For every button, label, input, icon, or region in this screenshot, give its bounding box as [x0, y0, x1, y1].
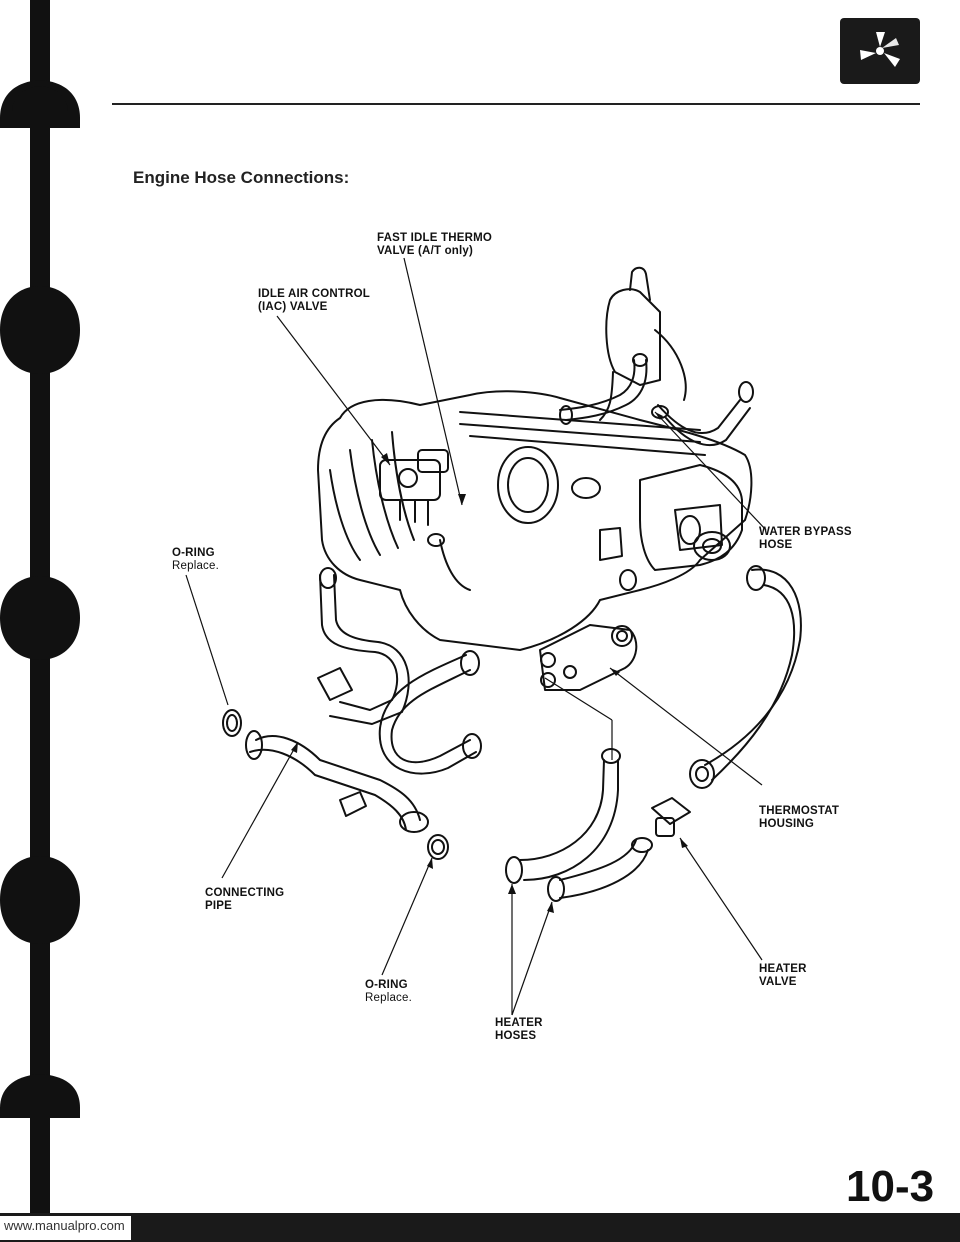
callout-note: Replace. [365, 992, 412, 1004]
footer-bar [0, 1213, 960, 1242]
callout-line: WATER BYPASS [759, 526, 852, 538]
callout-fast-idle-thermo-valve: FAST IDLE THERMO VALVE (A/T only) [377, 232, 492, 258]
callout-line: O-RING [172, 547, 215, 559]
callout-line: HOUSING [759, 818, 815, 830]
callout-line: HOSES [495, 1030, 537, 1042]
binding-strip [0, 0, 112, 1242]
callout-thermostat-housing: THERMOSTAT HOUSING [759, 805, 839, 831]
callout-heater-hoses: HEATER HOSES [495, 1017, 543, 1043]
callout-line: O-RING [365, 979, 408, 991]
callout-o-ring-lower: O-RING Replace. [365, 979, 412, 1005]
callout-line: THERMOSTAT [759, 805, 840, 817]
callout-note: Replace. [172, 560, 219, 572]
callout-connecting-pipe: CONNECTING PIPE [205, 887, 284, 913]
callout-water-bypass-hose: WATER BYPASS HOSE [759, 526, 852, 552]
callout-o-ring-upper: O-RING Replace. [172, 547, 219, 573]
callout-line: VALVE (A/T only) [377, 245, 474, 257]
callout-line: IDLE AIR CONTROL [258, 288, 371, 300]
footer-url[interactable]: www.manualpro.com [0, 1216, 131, 1240]
page-number: 10-3 [846, 1162, 935, 1211]
callout-heater-valve: HEATER VALVE [759, 963, 807, 989]
callout-line: (IAC) VALVE [258, 301, 328, 313]
callout-line: VALVE [759, 976, 797, 988]
section-heading: Engine Hose Connections: [133, 168, 350, 187]
header-rule [112, 103, 920, 105]
callout-line: HEATER [759, 963, 807, 975]
callout-line: CONNECTING [205, 887, 285, 899]
callout-line: HOSE [759, 539, 793, 551]
callout-line: HEATER [495, 1017, 543, 1029]
callout-iac-valve: IDLE AIR CONTROL (IAC) VALVE [258, 288, 370, 314]
callout-line: FAST IDLE THERMO [377, 232, 493, 244]
callout-line: PIPE [205, 900, 233, 912]
cooling-fan-icon [840, 18, 920, 84]
